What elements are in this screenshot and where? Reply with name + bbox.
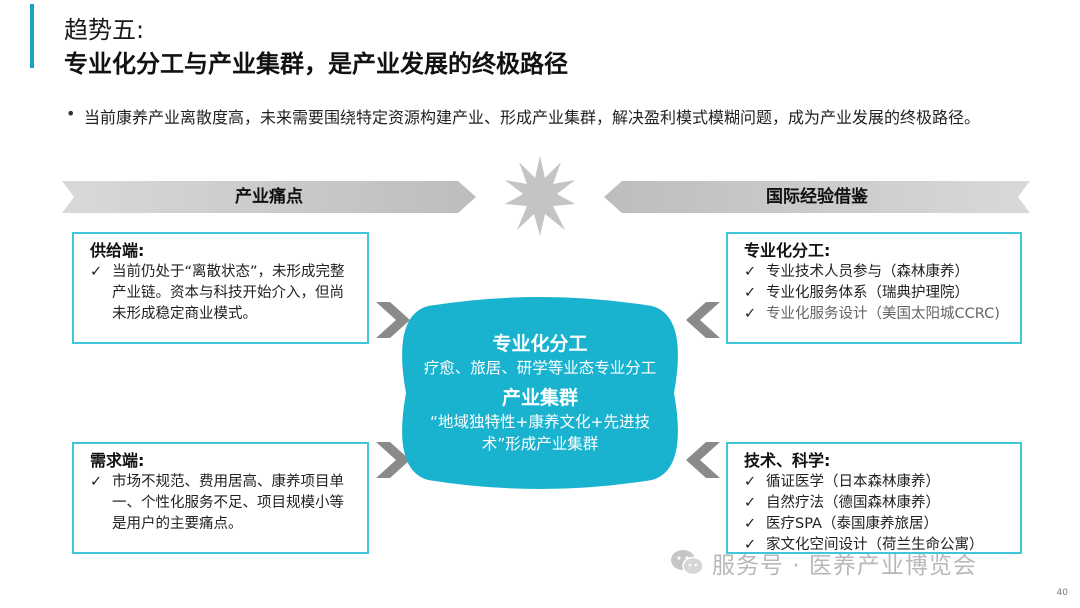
list-item-text: 医疗SPA（泰国康养旅居） (766, 516, 938, 532)
specialization-list: ✓ 专业技术人员参与（森林康养） ✓ 专业化服务体系（瑞典护理院） ✓ 专业化服… (744, 262, 1010, 325)
chevron-right-icon (376, 302, 410, 338)
banner-pain-points-label: 产业痛点 (235, 187, 303, 207)
banner-pain-points: 产业痛点 (62, 181, 476, 213)
banner-left-shape (62, 181, 476, 213)
list-item-text: 当前仍处于“离散状态”，未形成完整产业链。资本与科技开始介入，但尚未形成稳定商业… (112, 264, 345, 322)
watermark: 服务号 · 医养产业博览会 (670, 546, 977, 580)
check-icon: ✓ (744, 285, 757, 301)
center-hub: 专业化分工 疗愈、旅居、研学等业态专业分工 产业集群 “地域独特性+康养文化+先… (398, 296, 682, 490)
starburst-icon (505, 156, 575, 236)
list-item-text: 专业技术人员参与（森林康养） (766, 264, 969, 280)
check-icon: ✓ (744, 495, 757, 511)
specialization-heading: 专业化分工: (744, 241, 831, 260)
banner-international-experience: 国际经验借鉴 (604, 181, 1030, 213)
demand-side-box: 需求端: ✓ 市场不规范、费用居高、康养项目单一、个性化服务不足、项目规模小等是… (72, 442, 369, 554)
specialization-box: 专业化分工: ✓ 专业技术人员参与（森林康养） ✓ 专业化服务体系（瑞典护理院）… (726, 232, 1022, 344)
center-text-specialization: 疗愈、旅居、研学等业态专业分工 (423, 359, 657, 377)
supply-heading: 供给端: (90, 241, 145, 260)
chevron-left-icon (686, 442, 720, 478)
center-hub-shape (402, 297, 678, 489)
check-icon: ✓ (744, 306, 757, 322)
check-icon: ✓ (744, 264, 757, 280)
list-item: ✓ 专业化服务设计（美国太阳城CCRC) (744, 304, 1010, 325)
watermark-text: 服务号 · 医养产业博览会 (712, 553, 977, 579)
list-item: ✓ 自然疗法（德国森林康养） (744, 493, 1010, 514)
check-icon: ✓ (744, 474, 757, 490)
banner-right-shape (604, 181, 1030, 213)
tech-science-heading: 技术、科学: (744, 451, 831, 470)
supply-list: ✓ 当前仍处于“离散状态”，未形成完整产业链。资本与科技开始介入，但尚未形成稳定… (90, 262, 357, 325)
wechat-icon (671, 550, 704, 576)
chevron-left-icon (686, 302, 720, 338)
check-icon: ✓ (744, 537, 757, 553)
list-item: ✓ 家文化空间设计（荷兰生命公寓） (744, 535, 1010, 556)
list-item-text: 专业化服务体系（瑞典护理院） (766, 285, 969, 301)
list-item: ✓ 市场不规范、费用居高、康养项目单一、个性化服务不足、项目规模小等是用户的主要… (90, 472, 357, 535)
chevron-right-icon (376, 442, 410, 478)
list-item-text: 循证医学（日本森林康养） (766, 474, 940, 490)
intro-text: 当前康养产业离散度高，未来需要围绕特定资源构建产业、形成产业集群，解决盈利模式模… (84, 108, 981, 127)
check-icon: ✓ (744, 516, 757, 532)
list-item: ✓ 专业化服务体系（瑞典护理院） (744, 283, 1010, 304)
tech-science-list: ✓ 循证医学（日本森林康养） ✓ 自然疗法（德国森林康养） ✓ 医疗SPA（泰国… (744, 472, 1010, 556)
center-heading-cluster: 产业集群 (501, 387, 578, 409)
list-item: ✓ 当前仍处于“离散状态”，未形成完整产业链。资本与科技开始介入，但尚未形成稳定… (90, 262, 357, 325)
bullet-marker: • (66, 104, 76, 123)
tech-science-box: 技术、科学: ✓ 循证医学（日本森林康养） ✓ 自然疗法（德国森林康养） ✓ 医… (726, 442, 1022, 554)
demand-heading: 需求端: (90, 451, 145, 470)
check-icon: ✓ (90, 264, 103, 280)
trend-label: 趋势五: (64, 16, 145, 44)
list-item: ✓ 循证医学（日本森林康养） (744, 472, 1010, 493)
check-icon: ✓ (90, 474, 103, 490)
center-text-cluster: “地域独特性+康养文化+先进技术”形成产业集群 (429, 413, 650, 453)
page-title: 专业化分工与产业集群，是产业发展的终极路径 (64, 50, 568, 78)
supply-side-box: 供给端: ✓ 当前仍处于“离散状态”，未形成完整产业链。资本与科技开始介入，但尚… (72, 232, 369, 344)
list-item-text: 家文化空间设计（荷兰生命公寓） (766, 537, 984, 553)
list-item-text: 市场不规范、费用居高、康养项目单一、个性化服务不足、项目规模小等是用户的主要痛点… (112, 474, 344, 532)
banner-international-experience-label: 国际经验借鉴 (766, 187, 868, 207)
title-accent-bar (30, 4, 34, 68)
list-item-text: 专业化服务设计（美国太阳城CCRC) (766, 306, 1000, 322)
list-item: ✓ 医疗SPA（泰国康养旅居） (744, 514, 1010, 535)
list-item-text: 自然疗法（德国森林康养） (766, 495, 940, 511)
demand-list: ✓ 市场不规范、费用居高、康养项目单一、个性化服务不足、项目规模小等是用户的主要… (90, 472, 357, 535)
page-number: 40 (1056, 588, 1068, 598)
list-item: ✓ 专业技术人员参与（森林康养） (744, 262, 1010, 283)
center-heading-specialization: 专业化分工 (492, 333, 588, 355)
